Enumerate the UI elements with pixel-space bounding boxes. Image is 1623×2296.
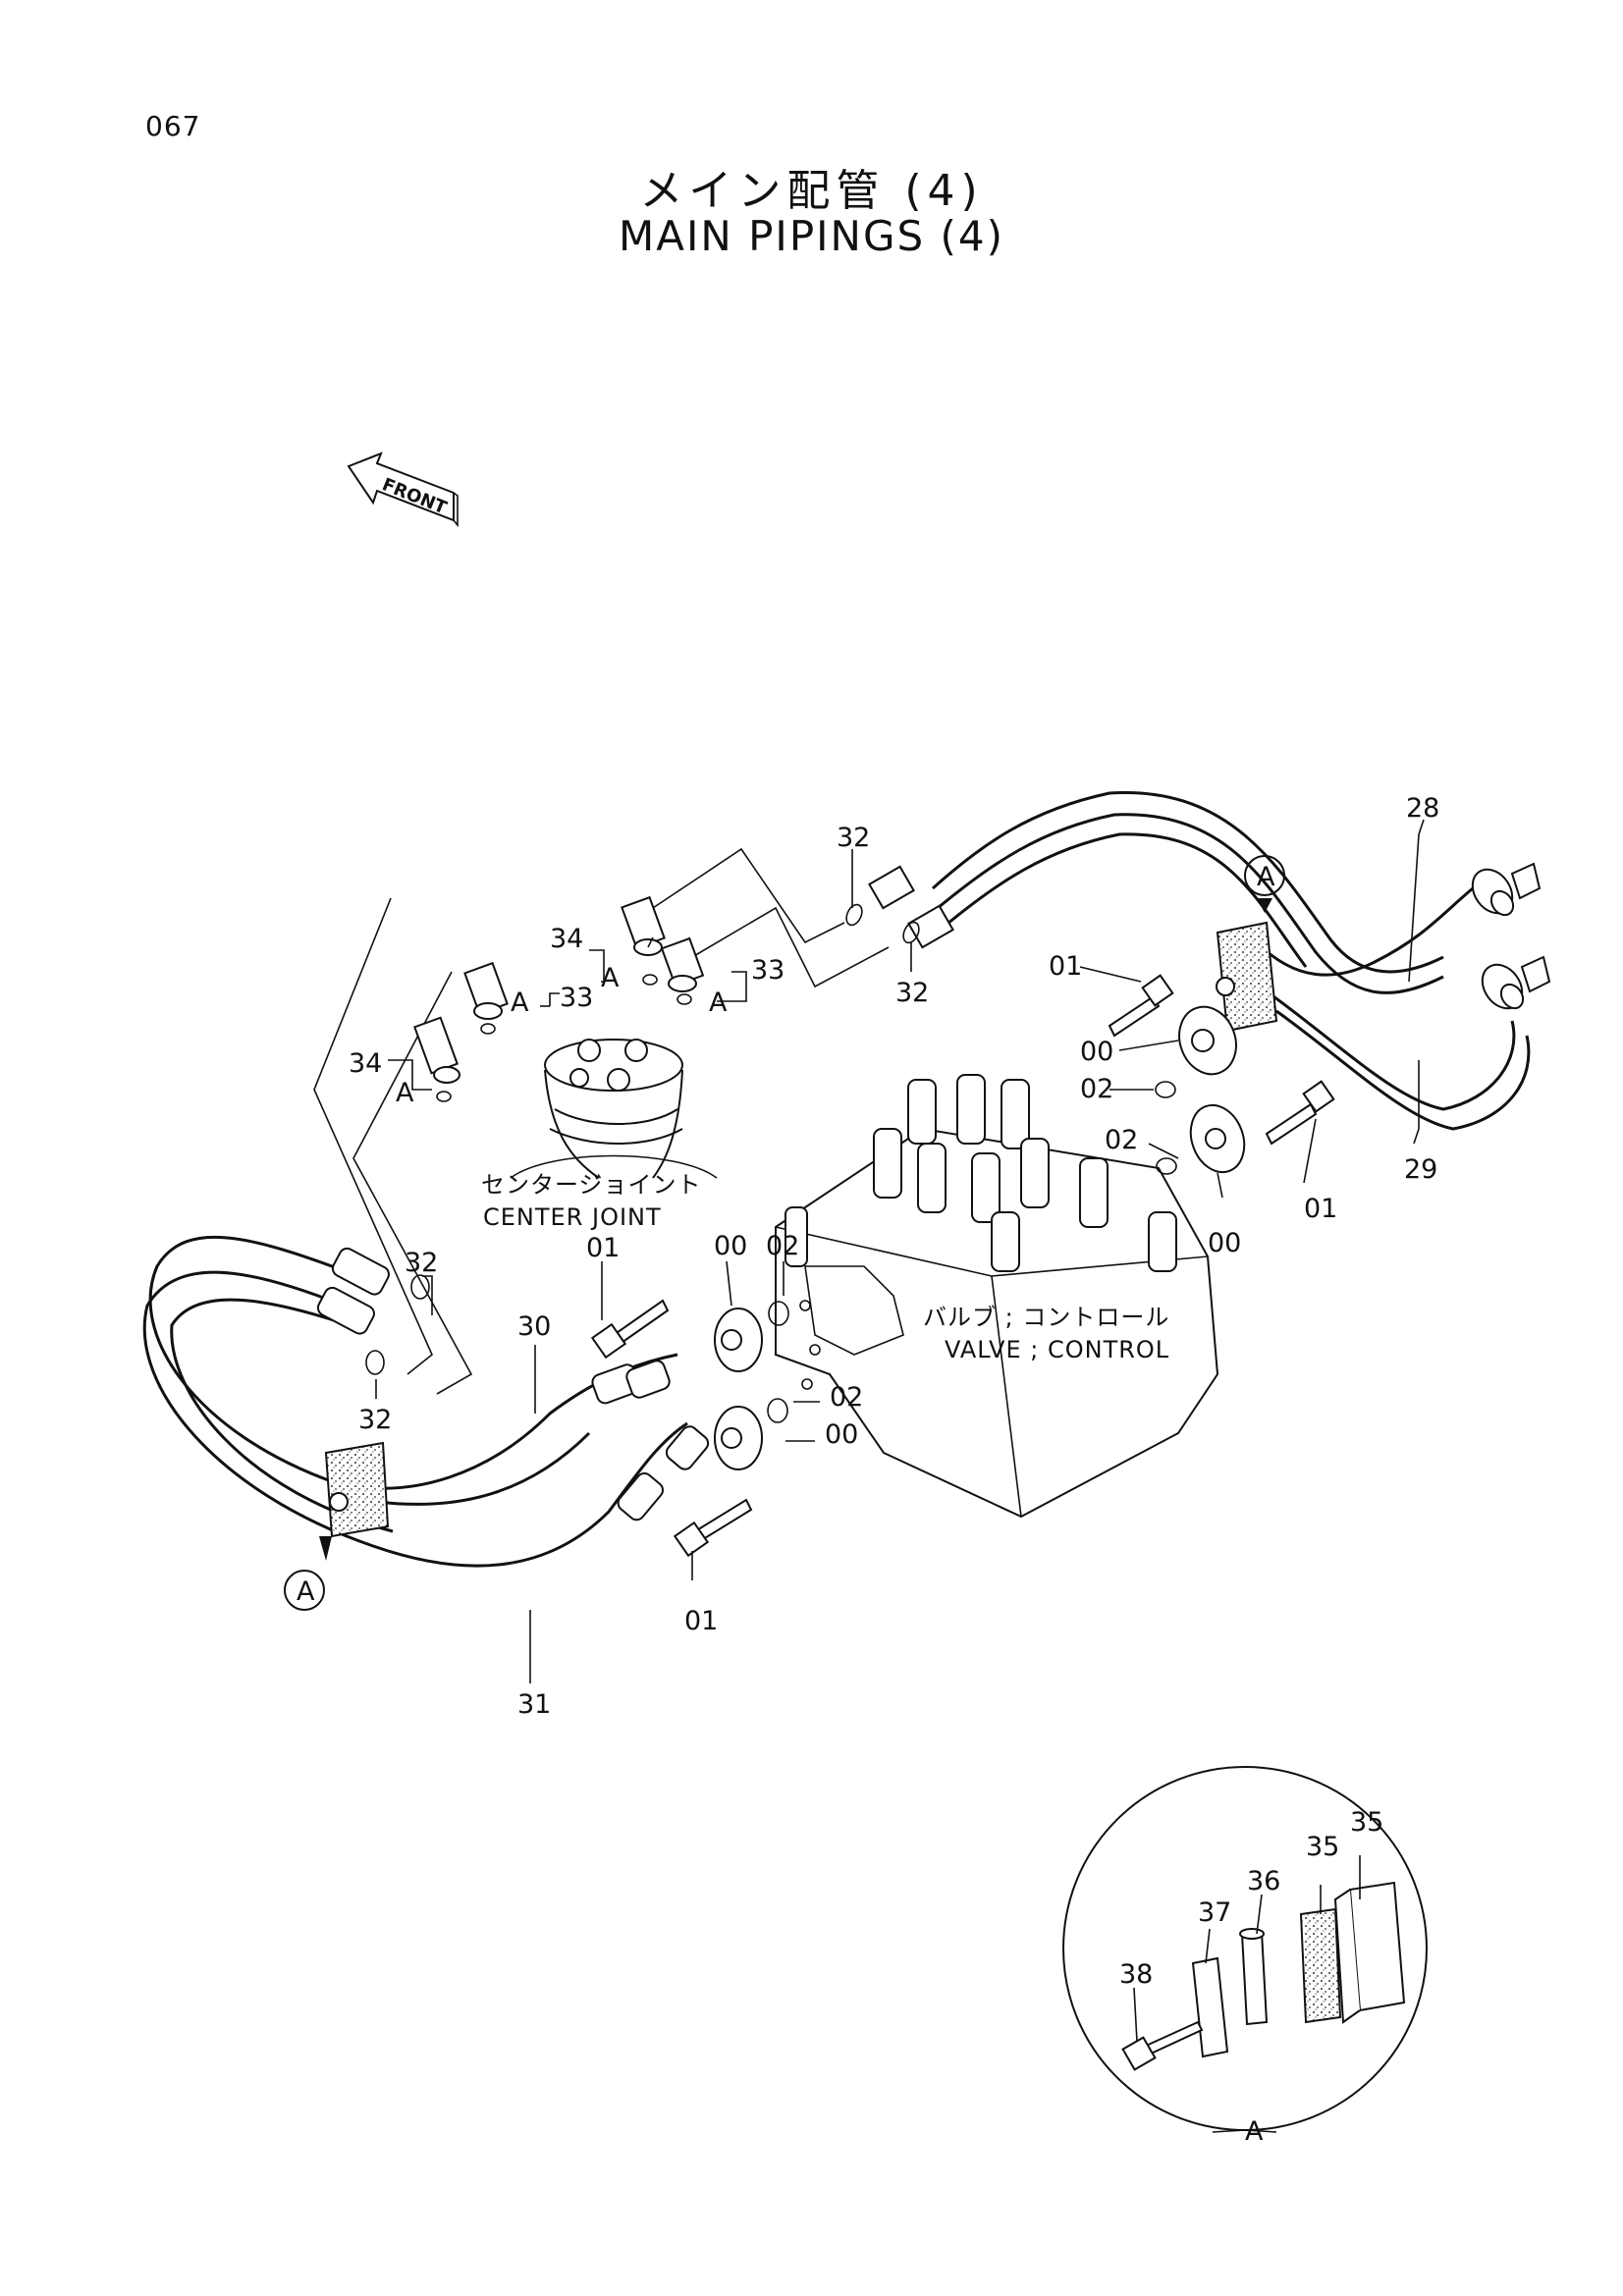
detail-a-circle: [1062, 1766, 1428, 2131]
detail-a-marker: A: [1245, 2116, 1264, 2147]
front-label: FRONT: [379, 474, 450, 519]
center-joint-label-jp: センタージョイント: [481, 1171, 702, 1199]
title-japanese: メイン配管 (4): [639, 166, 984, 216]
callout-32: 32: [837, 823, 870, 853]
callout-35: 35: [1306, 1832, 1339, 1862]
svg-text:A: A: [1257, 862, 1275, 892]
callout-32: 32: [405, 1248, 438, 1278]
leader-lines: [375, 819, 1425, 2133]
front-arrow-icon: FRONT: [347, 452, 459, 528]
ref-a: A: [511, 988, 529, 1018]
hose-30-31: [142, 1235, 710, 1568]
page-number: 067: [145, 110, 201, 142]
callout-33: 33: [560, 983, 593, 1013]
svg-text:A: A: [297, 1576, 315, 1607]
callout-34: 34: [349, 1048, 382, 1079]
ref-a: A: [396, 1078, 414, 1108]
callout-02: 02: [766, 1231, 799, 1261]
callout-00: 00: [825, 1419, 858, 1450]
leader-lines-top: [313, 847, 890, 1395]
circle-a-bottom: A: [284, 1536, 332, 1611]
callout-01: 01: [1049, 951, 1082, 982]
callout-35: 35: [1350, 1807, 1383, 1838]
ref-a: A: [601, 963, 620, 993]
callout-32: 32: [895, 978, 929, 1008]
ref-a: A: [709, 988, 728, 1018]
callout-01: 01: [1304, 1194, 1337, 1224]
callout-02: 02: [830, 1382, 863, 1413]
callout-01: 01: [684, 1606, 718, 1636]
callout-02: 02: [1105, 1125, 1138, 1155]
pipe-clamp-top: [1216, 921, 1278, 1033]
elbow-fittings: [413, 895, 705, 1084]
callout-36: 36: [1247, 1866, 1280, 1896]
center-joint-label-en: CENTER JOINT: [483, 1203, 662, 1231]
callout-32: 32: [358, 1405, 392, 1435]
callout-33: 33: [751, 955, 784, 986]
callout-34: 34: [550, 924, 583, 954]
callout-31: 31: [517, 1689, 551, 1720]
callout-numbers: 28 29 30 31 32 32 32 32 33 33 34 34 01 0…: [349, 793, 1439, 2147]
callout-01: 01: [586, 1233, 620, 1263]
center-joint-drawing: [510, 1039, 718, 1179]
valve-label-en: VALVE ; CONTROL: [945, 1336, 1169, 1363]
flanges: [714, 1005, 1246, 1470]
callout-38: 38: [1119, 1959, 1153, 1990]
callout-00: 00: [714, 1231, 747, 1261]
title-english: MAIN PIPINGS (4): [618, 212, 1005, 260]
hose-28-29: [868, 790, 1551, 1131]
pipe-clamp-drawing: [1121, 1881, 1406, 2071]
valve-label-jp: バルブ ; コントロール: [923, 1304, 1169, 1331]
callout-00: 00: [1208, 1228, 1241, 1258]
callout-37: 37: [1198, 1897, 1231, 1928]
pipe-clamp-bottom: [324, 1441, 390, 1538]
captions: センタージョイント CENTER JOINT バルブ ; コントロール VALV…: [481, 1171, 1169, 1363]
callout-30: 30: [517, 1311, 551, 1342]
callout-02: 02: [1080, 1074, 1113, 1104]
circle-a-top: A: [1244, 855, 1285, 913]
o-rings: [365, 903, 1177, 1423]
callout-28: 28: [1406, 793, 1439, 824]
callout-00: 00: [1080, 1037, 1113, 1067]
control-valve-drawing: [775, 1074, 1219, 1519]
bolts: [590, 974, 1335, 1558]
callout-29: 29: [1404, 1154, 1437, 1185]
